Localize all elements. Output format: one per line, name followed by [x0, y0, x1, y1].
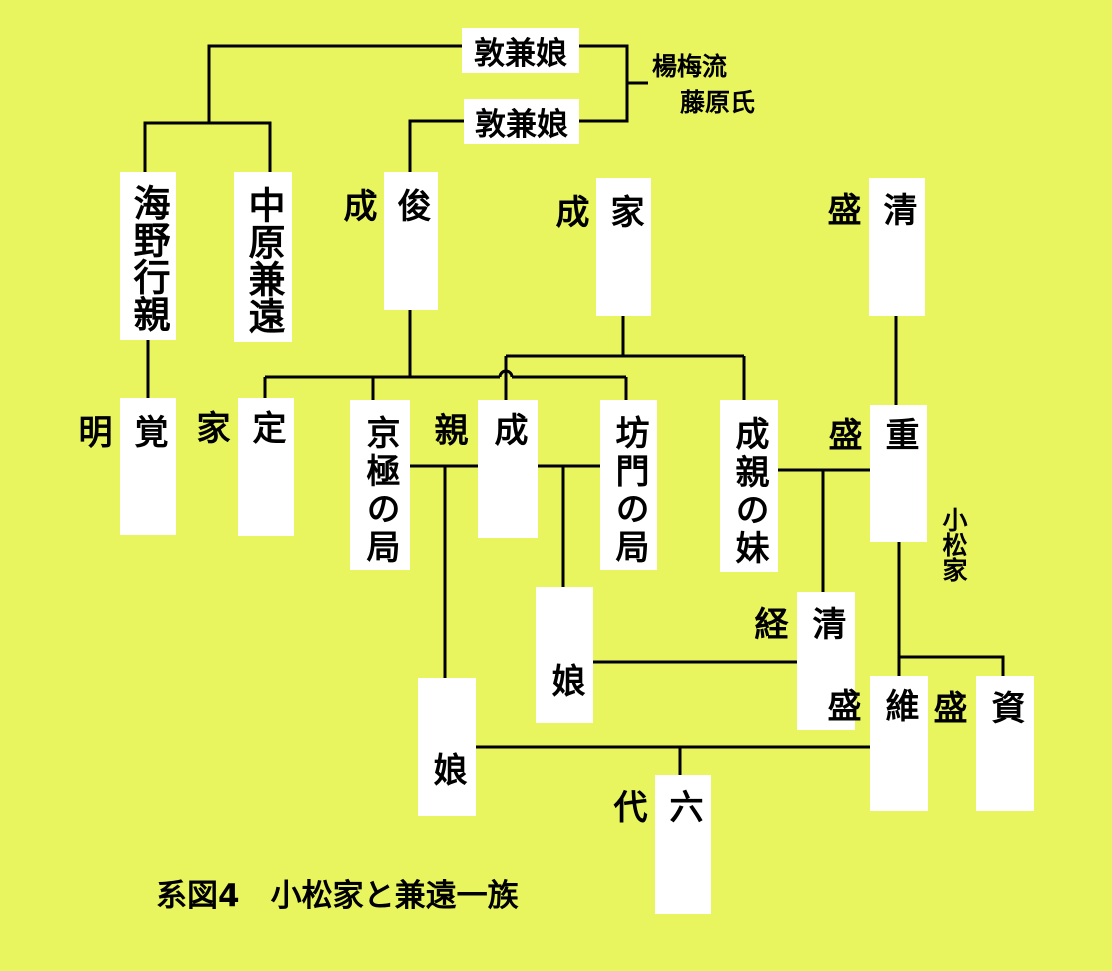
node-atsukane-musume-2: 敦兼娘 — [464, 99, 579, 144]
node-shigemori: 重盛 — [822, 405, 927, 542]
node-narichika-no-imouto: 成親の妹 — [720, 400, 778, 572]
clan-label-line2: 藤原氏 — [680, 88, 756, 117]
clan-label-line1: 楊梅流 — [652, 52, 728, 81]
node-sadaie: 定家 — [190, 398, 294, 536]
node-kyogoku-no-tsubone: 京極の局 — [350, 400, 410, 570]
node-rokudai: 六代 — [607, 775, 711, 914]
node-nakahara-kanetoo: 中原兼遠 — [234, 172, 292, 342]
node-atsukane-musume-1: 敦兼娘 — [462, 28, 579, 73]
komatsu-label: 小松家 — [939, 506, 968, 582]
diagram-caption: 系図4 小松家と兼遠一族 — [156, 878, 519, 914]
node-kiyotsune: 清経 — [748, 592, 855, 730]
node-kiyomori: 清盛 — [821, 178, 925, 316]
node-toshinari: 俊成 — [337, 172, 438, 310]
node-ienari: 家成 — [549, 178, 651, 316]
node-sukemori: 資盛 — [927, 676, 1034, 811]
node-unno-yukichika: 海野行親 — [120, 172, 176, 340]
node-musume-1: 娘 — [536, 587, 593, 723]
node-bomon-no-tsubone: 坊門の局 — [600, 400, 657, 570]
node-musume-2: 娘 — [418, 678, 476, 816]
node-narichika: 成親 — [428, 400, 538, 538]
node-kakumyo: 覚明 — [72, 398, 176, 535]
node-koremori: 維盛 — [821, 676, 928, 811]
